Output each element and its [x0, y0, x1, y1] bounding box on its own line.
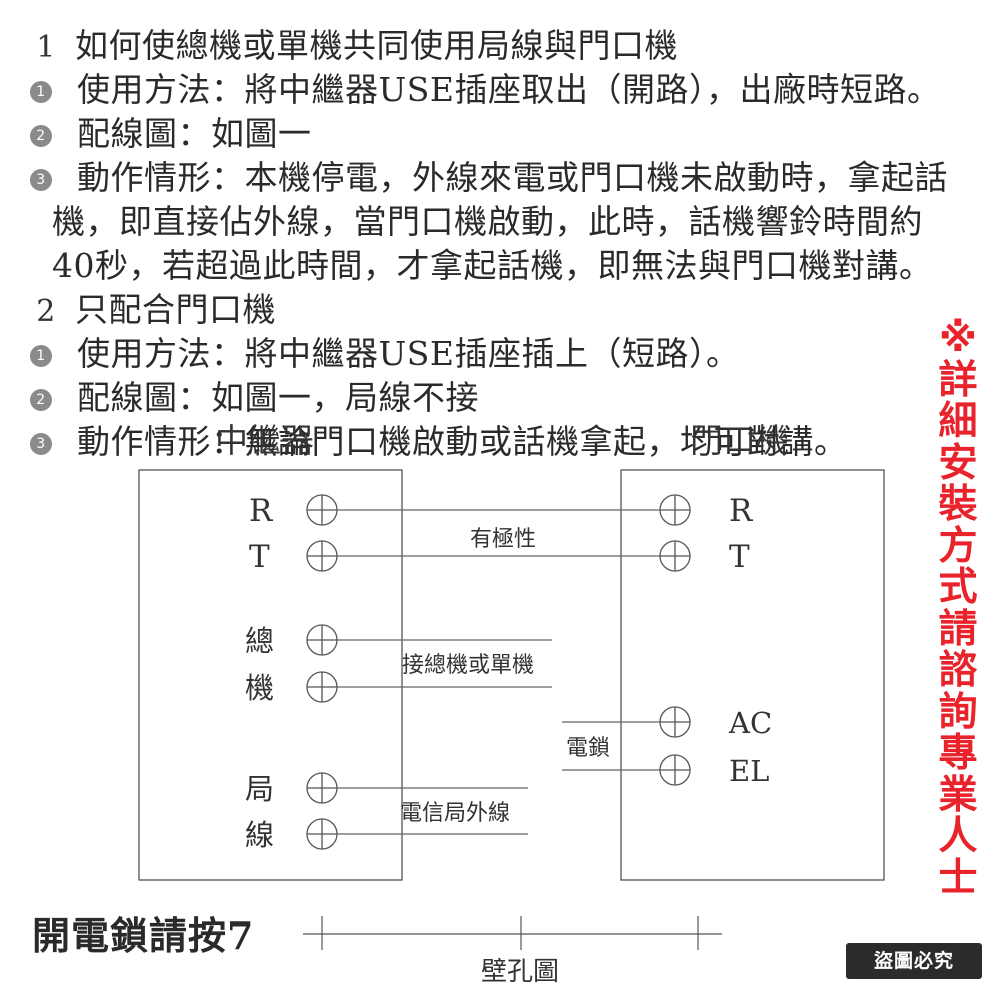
- item-text: 動作情形：本機停電，外線來電或門口機未啟動時，拿起話: [77, 158, 948, 197]
- note-char: 諮: [938, 648, 978, 693]
- item-number-badge: 2: [30, 389, 52, 411]
- terminal-icon: [306, 818, 338, 850]
- note-char: 細: [938, 399, 978, 444]
- wall-hole-dimension: [303, 916, 722, 950]
- terminal-label-r-door: R: [729, 493, 754, 529]
- terminal-icon: [659, 754, 691, 786]
- copyright-badge: 盜圖必究: [846, 943, 982, 979]
- terminal-label-ji: 機: [245, 671, 274, 705]
- terminal-label-el: EL: [729, 754, 769, 788]
- item-text: 機，即直接佔外線，當門口機啟動，此時，話機響鈴時間約: [52, 202, 923, 241]
- note-char: 安: [938, 440, 978, 486]
- section1-item-2: 2 配線圖：如圖一: [30, 112, 312, 156]
- section1-item-3-cont2: 40秒，若超過此時間，才拿起話機，即無法與門口機對講。: [52, 244, 933, 288]
- note-char: 士: [938, 855, 978, 901]
- item-text: 配線圖：如圖一: [77, 114, 312, 153]
- item-number-badge: 3: [30, 433, 52, 455]
- terminal-icon: [306, 671, 338, 703]
- terminal-label-ac: AC: [728, 706, 772, 740]
- terminal-icon: [659, 494, 691, 526]
- section2-item-3: 3 動作情形：無論門口機啟動或話機拿起，均可對講。: [30, 420, 848, 464]
- label-to-phone: 接總機或單機: [402, 653, 534, 678]
- relay-box: [138, 469, 403, 881]
- section2-title: 只配合門口機: [75, 290, 276, 329]
- installation-note: ※ 詳 細 安 裝 方 式 請 諮 詢 專 業 人 士: [934, 318, 982, 899]
- note-char: 詳: [938, 357, 978, 403]
- label-polarity: 有極性: [470, 527, 536, 552]
- section2-item-1: 1 使用方法：將中繼器USE插座插上（短路）。: [30, 332, 740, 376]
- section2-heading: 2 只配合門口機: [28, 288, 276, 334]
- section1-item-1: 1 使用方法：將中繼器USE插座取出（開路），出廠時短路。: [30, 68, 941, 112]
- door-unit-terminals: [659, 494, 691, 786]
- item-number-badge: 2: [30, 125, 52, 147]
- terminal-icon: [306, 624, 338, 656]
- relay-box-title: 中繼器: [215, 421, 314, 460]
- terminal-label-r: R: [249, 493, 274, 529]
- section2-number: 2: [36, 294, 56, 329]
- terminal-label-t: T: [249, 539, 270, 575]
- section1-heading: 1 如何使總機或單機共同使用局線與門口機: [28, 24, 678, 70]
- terminal-label-xian: 線: [245, 818, 274, 852]
- note-char: 裝: [938, 482, 978, 527]
- note-char: ※: [939, 316, 977, 361]
- door-unit-box: [620, 469, 885, 881]
- note-char: 請: [938, 606, 978, 652]
- terminal-label-t-door: T: [729, 539, 750, 575]
- item-text: 使用方法：將中繼器USE插座插上（短路）。: [77, 334, 740, 373]
- terminal-icon: [659, 540, 691, 572]
- note-char: 專: [938, 731, 978, 776]
- terminal-label-zong: 總: [245, 624, 274, 658]
- label-lock: 電鎖: [566, 736, 610, 761]
- section1-item-3: 3 動作情形：本機停電，外線來電或門口機未啟動時，拿起話: [30, 156, 948, 200]
- item-number-badge: 3: [30, 169, 52, 191]
- relay-terminals: [306, 494, 338, 850]
- terminal-icon: [306, 494, 338, 526]
- note-char: 詢: [938, 689, 978, 735]
- note-char: 業: [938, 772, 978, 818]
- note-char: 方: [938, 523, 978, 569]
- wires: [337, 509, 660, 835]
- item-text: 動作情形：無論門口機啟動或話機拿起，均可對講。: [77, 422, 848, 461]
- item-number-badge: 1: [30, 81, 52, 103]
- label-telecom: 電信局外線: [400, 801, 510, 826]
- terminal-icon: [306, 540, 338, 572]
- unlock-instruction-title: 開電鎖請按7: [32, 913, 255, 958]
- terminal-icon: [306, 772, 338, 804]
- terminal-icon: [659, 706, 691, 738]
- item-number-badge: 1: [30, 345, 52, 367]
- item-text: 使用方法：將中繼器USE插座取出（開路），出廠時短路。: [77, 70, 941, 109]
- terminal-label-ju: 局: [245, 772, 274, 806]
- wall-hole-label: 壁孔圖: [481, 957, 559, 987]
- note-char: 人: [938, 814, 978, 859]
- note-char: 式: [938, 565, 978, 610]
- section1-item-3-cont1: 機，即直接佔外線，當門口機啟動，此時，話機響鈴時間約: [52, 200, 923, 244]
- section1-title: 如何使總機或單機共同使用局線與門口機: [75, 26, 678, 65]
- door-unit-box-title: 門口機: [690, 421, 789, 460]
- section1-number: 1: [36, 30, 56, 65]
- item-text: 40秒，若超過此時間，才拿起話機，即無法與門口機對講。: [52, 246, 933, 285]
- item-text: 配線圖：如圖一，局線不接: [77, 378, 479, 417]
- section2-item-2: 2 配線圖：如圖一，局線不接: [30, 376, 479, 420]
